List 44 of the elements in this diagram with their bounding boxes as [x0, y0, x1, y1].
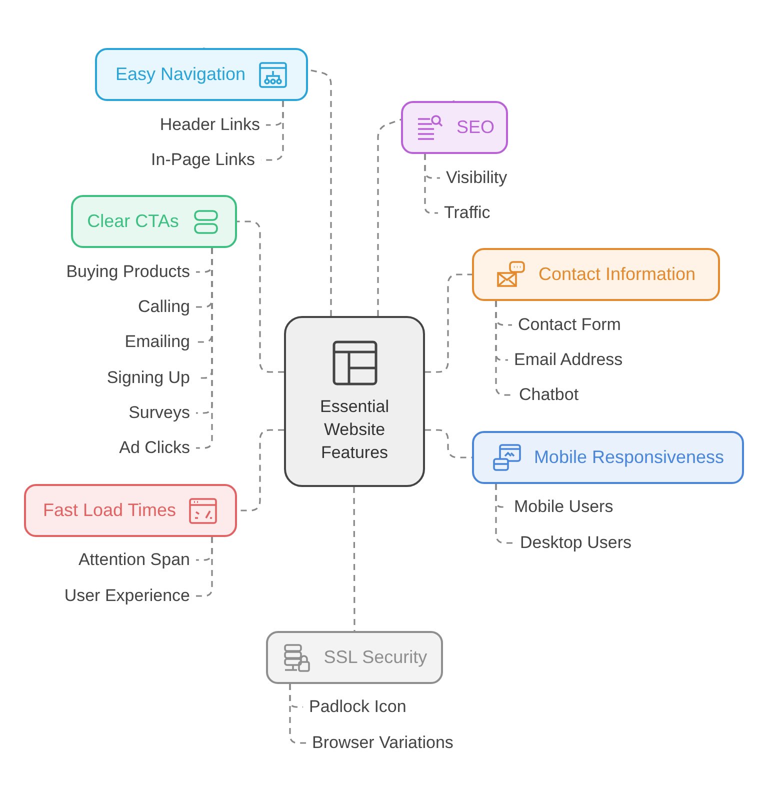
topic-label: Signing Up	[86, 368, 196, 388]
connector-line	[289, 684, 306, 744]
category-label: SSL Security	[324, 647, 428, 668]
topic-label: Attention Span	[46, 550, 196, 570]
topic-label: Browser Variations	[306, 733, 490, 753]
category-box	[472, 431, 744, 484]
category-box	[24, 484, 237, 537]
topic-label: Contact Form	[512, 315, 652, 335]
topic-label: Visibility	[440, 168, 530, 188]
topic-label: Buying Products	[36, 262, 196, 282]
topic-label: Traffic	[438, 203, 510, 223]
central-label: Essential Website Features	[319, 396, 390, 464]
category-label: Contact Information	[538, 264, 696, 285]
connector-line	[495, 301, 513, 396]
topic-label: Ad Clicks	[102, 438, 196, 458]
topic-label: Email Address	[508, 350, 652, 370]
topic-label: Padlock Icon	[303, 697, 435, 717]
connector-line	[425, 274, 472, 373]
topic-label: User Experience	[30, 586, 196, 606]
topic-label: In-Page Links	[131, 150, 261, 170]
category-label: Mobile Responsiveness	[534, 447, 724, 468]
category-box	[95, 48, 308, 101]
category-label: SEO	[456, 117, 494, 138]
topic-label: Chatbot	[513, 385, 601, 405]
category-box	[472, 248, 720, 301]
connector-line	[237, 220, 284, 373]
category-label: Easy Navigation	[115, 64, 246, 85]
topic-label: Surveys	[100, 403, 196, 423]
topic-label: Desktop Users	[514, 533, 662, 553]
category-label: Clear CTAs	[87, 211, 179, 232]
topic-label: Header Links	[142, 115, 266, 135]
central-box	[284, 316, 425, 487]
topic-label: Emailing	[100, 332, 196, 352]
topic-label: Calling	[106, 297, 196, 317]
category-label: Fast Load Times	[42, 500, 176, 521]
connector-line	[196, 537, 213, 597]
connector-line	[425, 429, 472, 458]
connector-line	[196, 248, 213, 449]
connector-line	[353, 487, 356, 631]
topic-label: Mobile Users	[508, 497, 648, 517]
connector-line	[495, 484, 514, 544]
category-box	[266, 631, 443, 684]
category-box	[401, 101, 508, 154]
category-box	[71, 195, 237, 248]
